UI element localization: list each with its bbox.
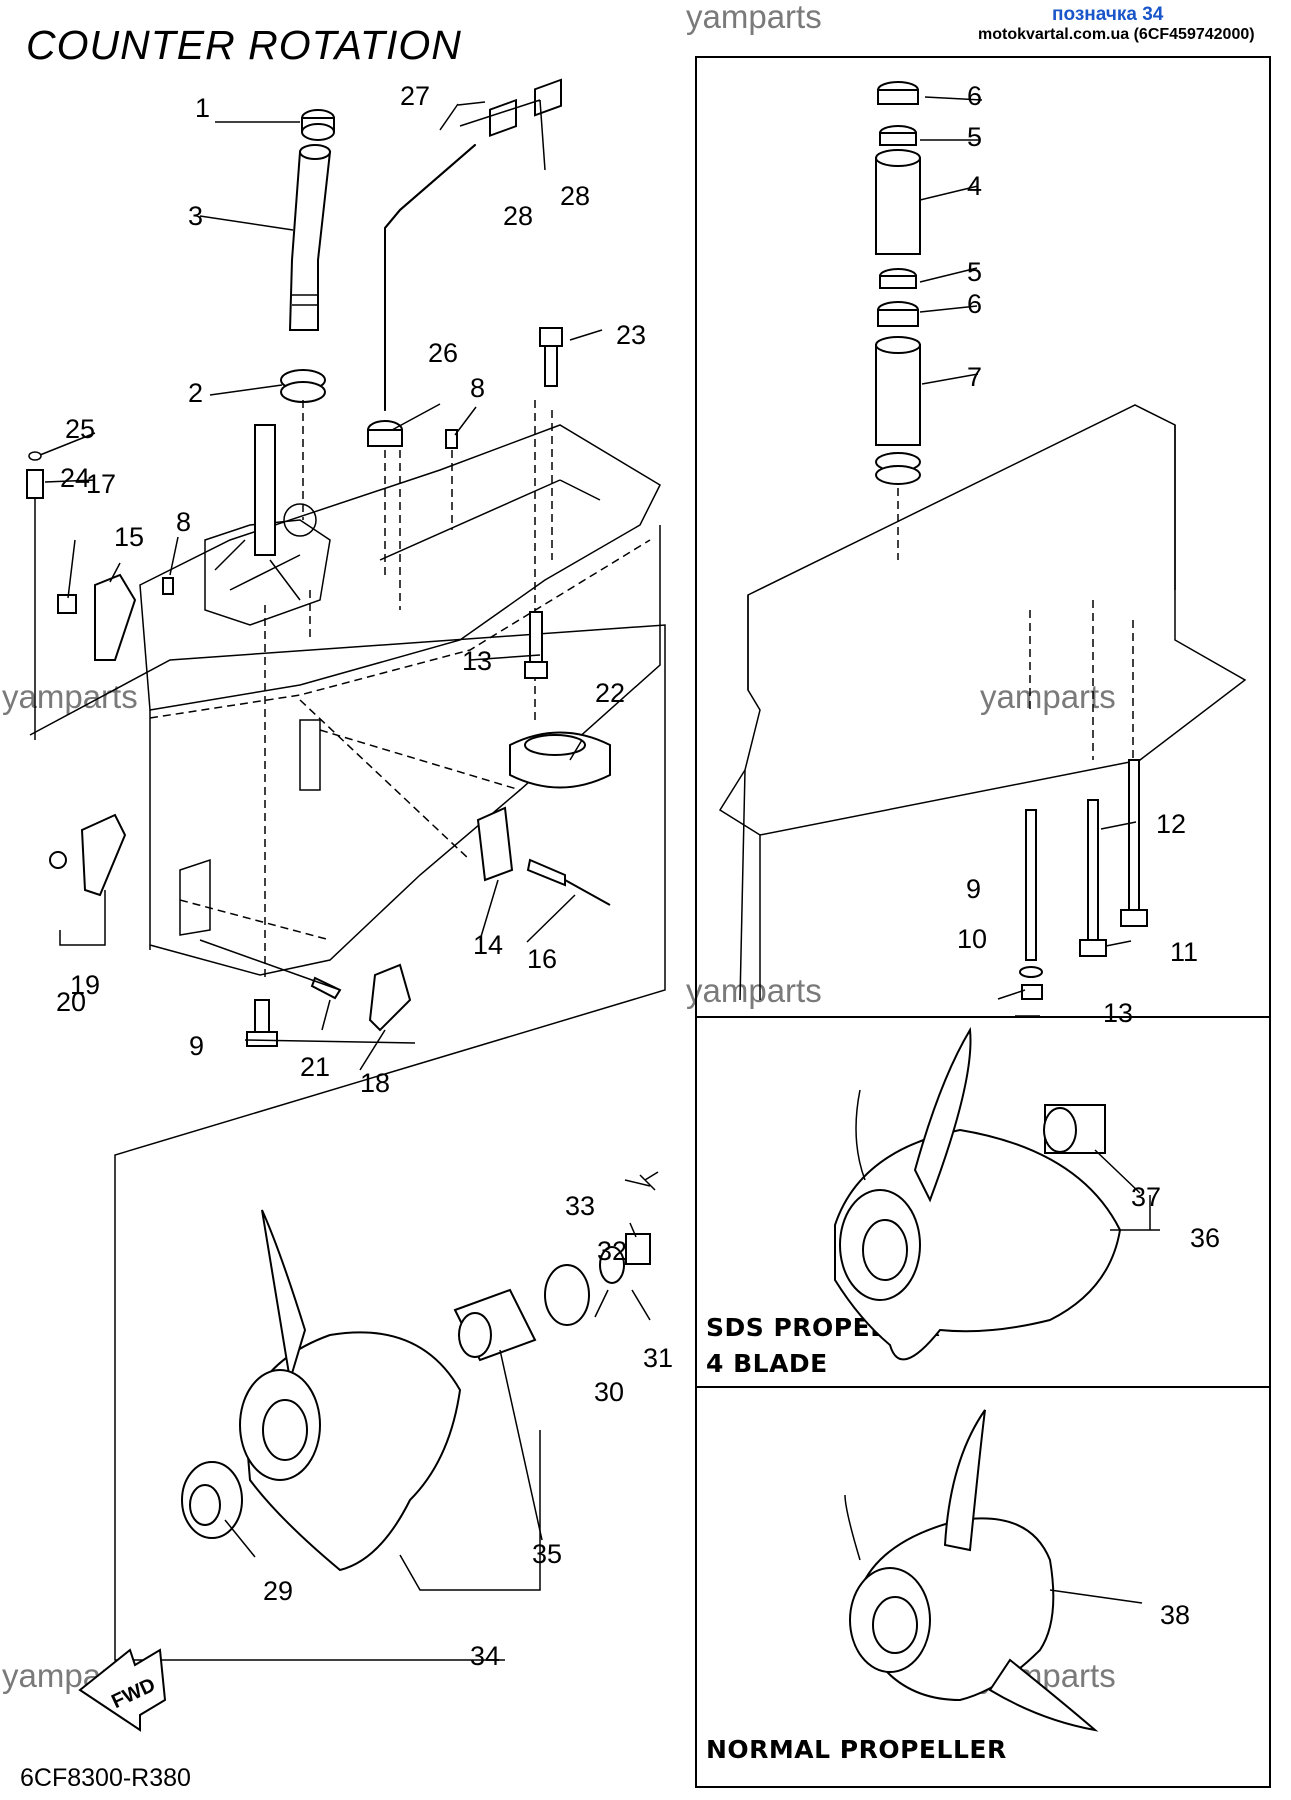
leader-lines bbox=[39, 96, 1143, 1604]
callout-3: 3 bbox=[188, 201, 204, 231]
callout-21: 21 bbox=[300, 1052, 331, 1082]
callout-6: 6 bbox=[967, 289, 983, 319]
callout-29: 29 bbox=[263, 1576, 294, 1606]
parts-upper-right bbox=[718, 81, 1247, 1001]
callout-14: 14 bbox=[473, 930, 504, 960]
callout-9: 9 bbox=[966, 874, 982, 904]
watermark: yamparts bbox=[686, 0, 822, 35]
propeller-sds bbox=[834, 1026, 1160, 1361]
callout-24: 24 bbox=[60, 463, 91, 493]
callout-26: 26 bbox=[428, 338, 459, 368]
callout-10: 10 bbox=[957, 924, 988, 954]
diagram-code: 6CF8300-R380 bbox=[20, 1764, 191, 1792]
callout-36: 36 bbox=[1190, 1223, 1221, 1253]
callout-5: 5 bbox=[967, 257, 983, 287]
callout-18: 18 bbox=[360, 1068, 391, 1098]
propeller-counter-rotation bbox=[181, 1171, 659, 1591]
callout-11: 11 bbox=[1170, 937, 1199, 967]
callout-23: 23 bbox=[616, 320, 647, 350]
propeller-normal bbox=[844, 1409, 1099, 1732]
callout-1: 1 bbox=[195, 93, 211, 123]
callout-27: 27 bbox=[400, 81, 431, 111]
callout-19: 19 bbox=[70, 970, 101, 1000]
callout-5: 5 bbox=[967, 122, 983, 152]
callout-7: 7 bbox=[967, 362, 983, 392]
callout-28: 28 bbox=[560, 181, 591, 211]
lower-case-housing bbox=[29, 400, 666, 1661]
source-label: motokvartal.com.ua (6CF459742000) bbox=[978, 26, 1255, 43]
callout-30: 30 bbox=[594, 1377, 625, 1407]
callout-38: 38 bbox=[1160, 1600, 1191, 1630]
callout-4: 4 bbox=[967, 171, 983, 201]
callout-35: 35 bbox=[532, 1539, 563, 1569]
callout-33: 33 bbox=[565, 1191, 596, 1221]
callout-8: 8 bbox=[176, 507, 192, 537]
callout-12: 12 bbox=[1156, 809, 1187, 839]
watermark: yamparts bbox=[2, 678, 138, 715]
callout-2: 2 bbox=[188, 378, 204, 408]
callout-6: 6 bbox=[967, 81, 983, 111]
parts-upper-left bbox=[26, 78, 611, 1047]
callout-32: 32 bbox=[597, 1236, 628, 1266]
callout-9: 9 bbox=[189, 1031, 205, 1061]
callout-20: 20 bbox=[56, 987, 87, 1017]
callout-37: 37 bbox=[1131, 1182, 1162, 1212]
callout-13: 13 bbox=[462, 646, 493, 676]
callout-13: 13 bbox=[1103, 998, 1134, 1028]
callout-17: 17 bbox=[86, 469, 117, 499]
fwd-arrow: FWD bbox=[78, 1648, 167, 1732]
tag-label[interactable]: позначка 34 bbox=[1052, 4, 1164, 25]
normal-caption: NORMAL PROPELLER bbox=[706, 1735, 1007, 1764]
callout-34: 34 bbox=[470, 1641, 501, 1671]
callout-22: 22 bbox=[595, 678, 626, 708]
callout-31: 31 bbox=[643, 1343, 674, 1373]
callout-16: 16 bbox=[527, 944, 558, 974]
page-title: COUNTER ROTATION bbox=[26, 22, 462, 68]
watermark: yamparts bbox=[686, 972, 822, 1009]
panel-frames bbox=[695, 56, 1271, 1788]
callout-25: 25 bbox=[65, 414, 96, 444]
callout-15: 15 bbox=[114, 522, 145, 552]
callout-28: 28 bbox=[503, 201, 534, 231]
sds-sub-caption: 4 BLADE bbox=[706, 1349, 828, 1378]
callout-8: 8 bbox=[470, 373, 486, 403]
